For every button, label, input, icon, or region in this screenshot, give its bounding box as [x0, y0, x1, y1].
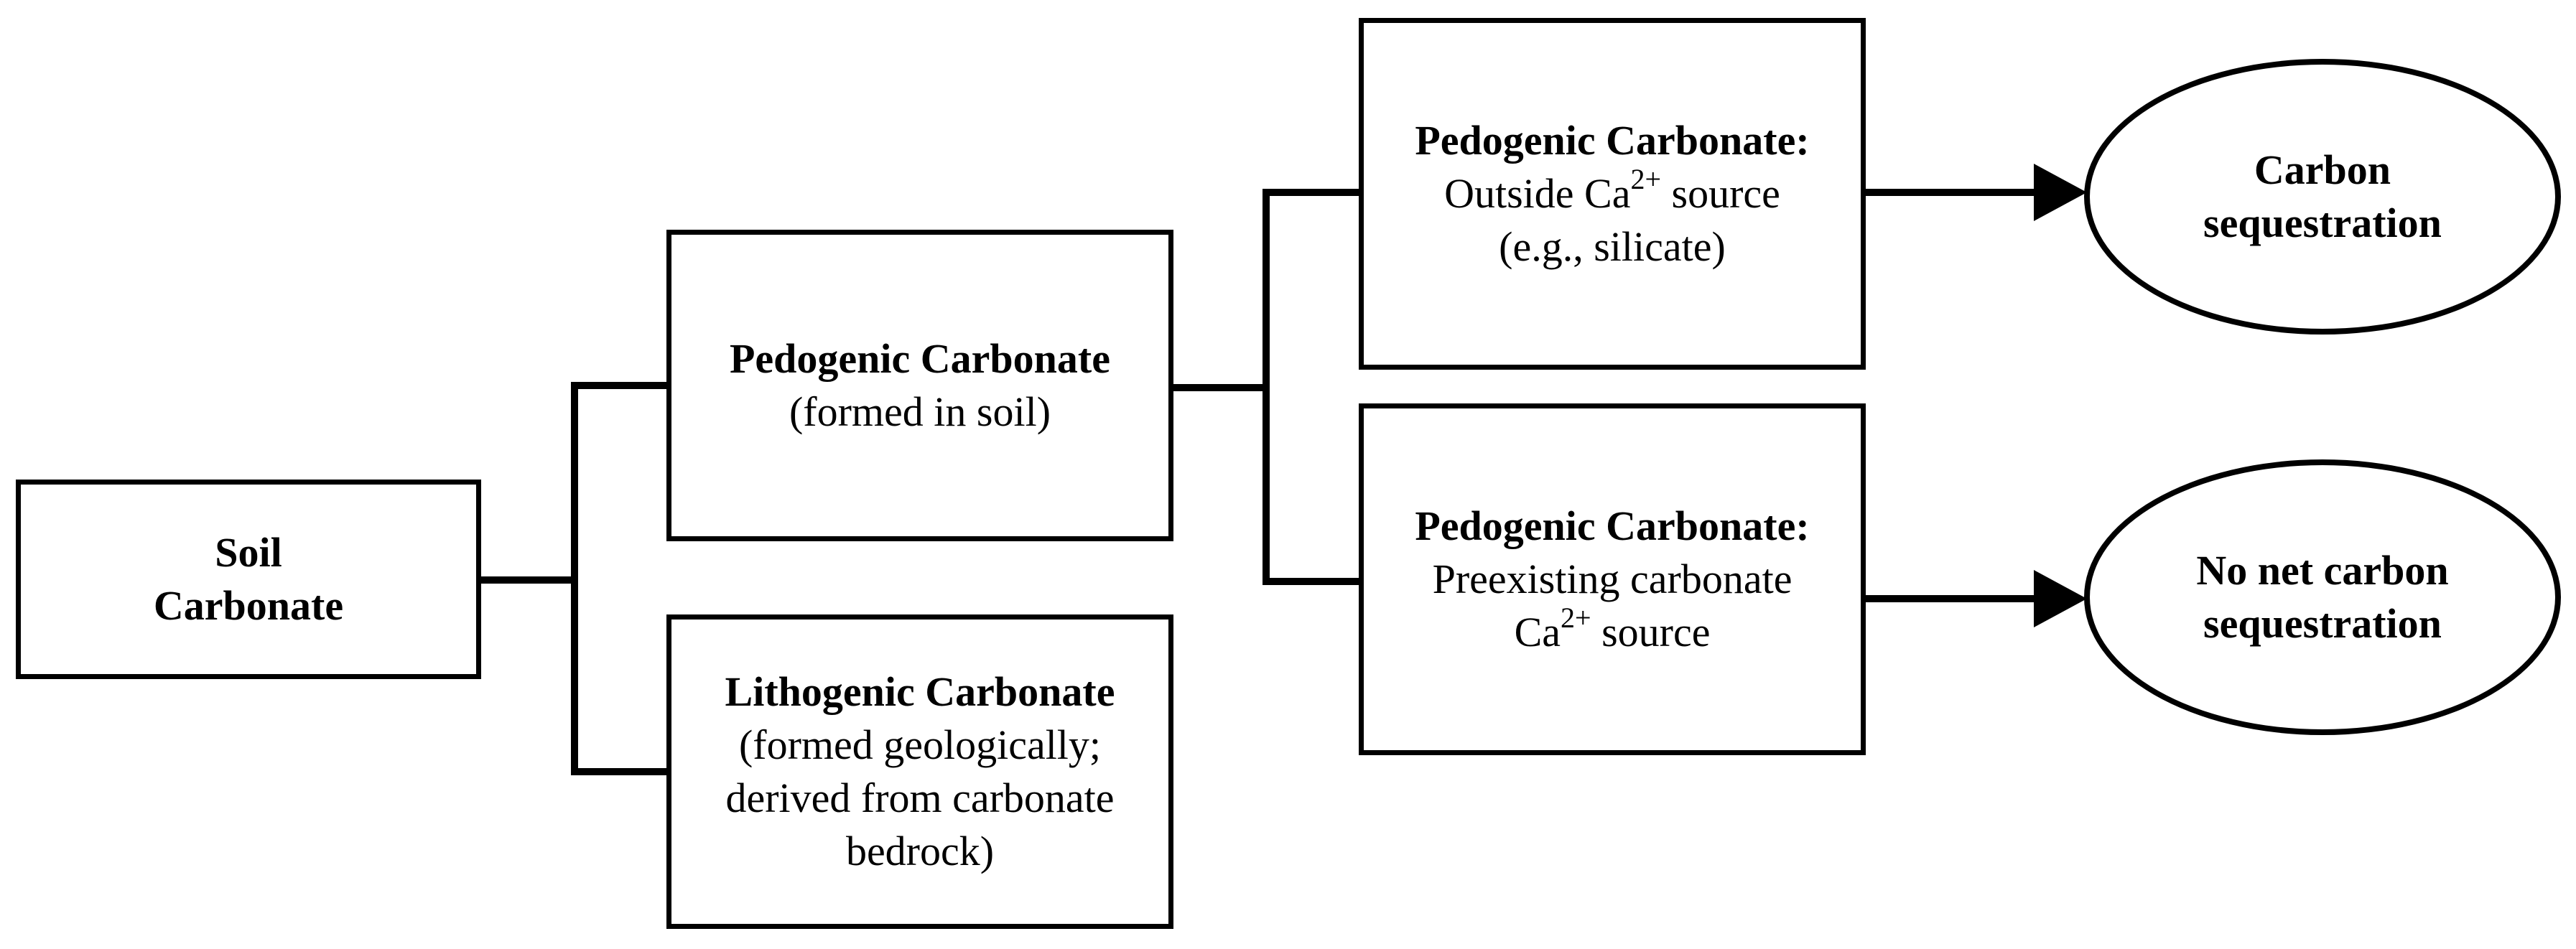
- pedogenic-preexisting-line1: Preexisting carbonate: [1432, 556, 1792, 602]
- no-net-sequestration-line1: No net carbon: [2196, 547, 2449, 594]
- pedogenic-outside-line1: Outside Ca2+ source: [1444, 164, 1780, 220]
- pedogenic-carbonate-box: Pedogenic Carbonate (formed in soil): [666, 230, 1173, 541]
- lithogenic-carbonate-line1: (formed geologically;: [738, 721, 1102, 768]
- no-net-sequestration-line2: sequestration: [2203, 600, 2442, 647]
- pedogenic-preexisting-title: Pedogenic Carbonate:: [1415, 502, 1810, 549]
- lithogenic-carbonate-box: Lithogenic Carbonate (formed geologicall…: [666, 614, 1173, 929]
- outside-ca-charge: 2+: [1630, 162, 1662, 195]
- carbon-sequestration-oval: Carbon sequestration: [2084, 59, 2561, 335]
- pedogenic-preexisting-source-box: Pedogenic Carbonate: Preexisting carbona…: [1359, 403, 1866, 755]
- outside-ca-prefix: Outside Ca: [1444, 170, 1631, 217]
- pedogenic-outside-source-box: Pedogenic Carbonate: Outside Ca2+ source…: [1359, 18, 1866, 370]
- pedogenic-preexisting-line2: Ca2+ source: [1514, 603, 1711, 659]
- preexisting-ca-charge: 2+: [1561, 601, 1591, 634]
- pedogenic-carbonate-subtitle: (formed in soil): [789, 388, 1051, 435]
- arrow-head-no-net-sequestration: [2034, 570, 2087, 627]
- arrow-head-carbon-sequestration: [2034, 164, 2087, 221]
- lithogenic-carbonate-line3: bedrock): [845, 828, 995, 874]
- carbon-sequestration-line2: sequestration: [2203, 200, 2442, 246]
- preexisting-ca-suffix: source: [1591, 609, 1711, 655]
- soil-carbonate-line2: Carbonate: [153, 582, 344, 629]
- pedogenic-outside-line2: (e.g., silicate): [1499, 223, 1726, 270]
- soil-carbonate-line1: Soil: [215, 529, 282, 576]
- preexisting-ca-prefix: Ca: [1514, 609, 1561, 655]
- carbon-sequestration-line1: Carbon: [2254, 146, 2391, 193]
- soil-carbonate-box: Soil Carbonate: [16, 480, 481, 679]
- no-net-sequestration-oval: No net carbon sequestration: [2084, 459, 2561, 735]
- pedogenic-carbonate-title: Pedogenic Carbonate: [730, 335, 1110, 382]
- lithogenic-carbonate-title: Lithogenic Carbonate: [725, 668, 1115, 715]
- outside-ca-suffix: source: [1661, 170, 1780, 217]
- lithogenic-carbonate-line2: derived from carbonate: [725, 775, 1115, 821]
- pedogenic-outside-title: Pedogenic Carbonate:: [1415, 117, 1810, 164]
